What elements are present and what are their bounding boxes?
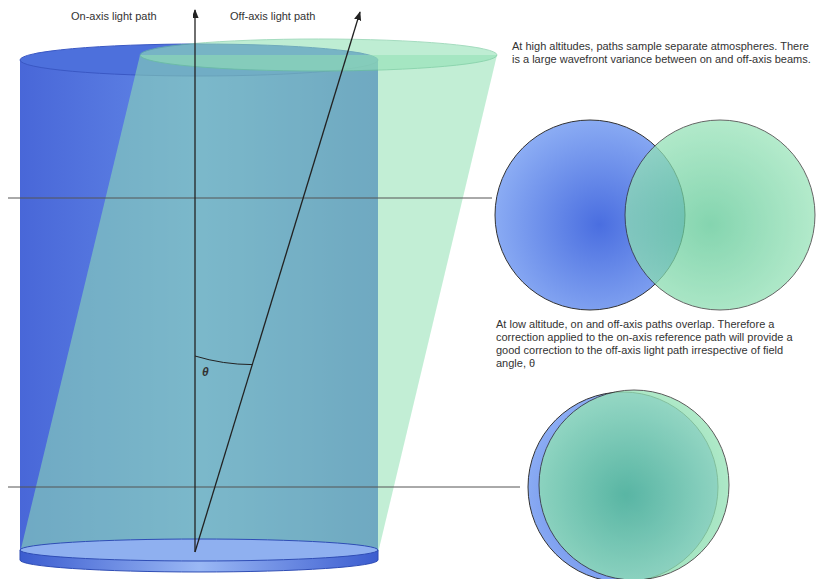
on-axis-ray (194, 10, 195, 552)
low-altitude-line (8, 487, 520, 488)
low-altitude-note: At low altitude, on and off-axis paths o… (496, 318, 812, 370)
high-altitude-note: At high altitudes, paths sample separate… (512, 40, 812, 66)
telescope-aperture (20, 539, 378, 572)
off-axis-beam (20, 39, 497, 553)
angle-arc (195, 356, 252, 365)
ray-label: On-axis light path (69, 10, 193, 23)
low-altitude-footprints (528, 390, 729, 579)
high-altitude-footprints (495, 120, 815, 310)
angle-symbol: θ (202, 366, 218, 379)
off-axis-ray (195, 12, 360, 552)
high-altitude-line (8, 198, 492, 199)
ray-label: Off-axis light path (228, 10, 352, 23)
